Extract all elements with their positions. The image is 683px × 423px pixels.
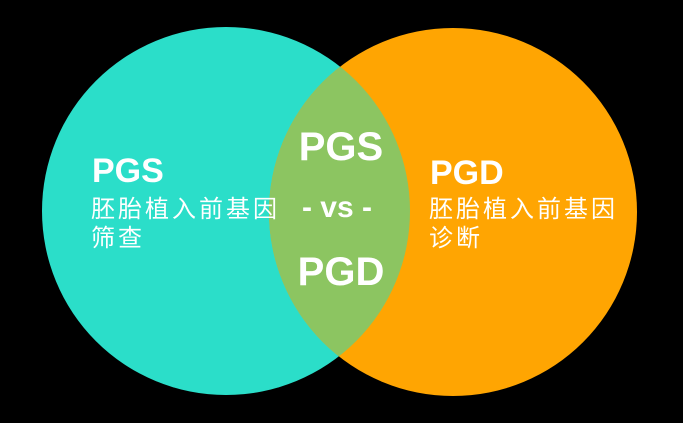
right-description-line1: 胚胎植入前基因 bbox=[429, 196, 618, 223]
right-description-line2: 诊断 bbox=[429, 225, 483, 252]
right-acronym-label: PGD bbox=[430, 154, 504, 192]
left-description-line2: 筛查 bbox=[91, 225, 145, 252]
left-description-line1: 胚胎植入前基因 bbox=[91, 196, 280, 223]
overlap-vs-label: - vs - bbox=[302, 191, 372, 224]
overlap-pgd-label: PGD bbox=[298, 250, 385, 294]
overlap-region bbox=[269, 28, 410, 395]
overlap-pgs-label: PGS bbox=[299, 125, 383, 169]
left-acronym-label: PGS bbox=[92, 152, 164, 190]
